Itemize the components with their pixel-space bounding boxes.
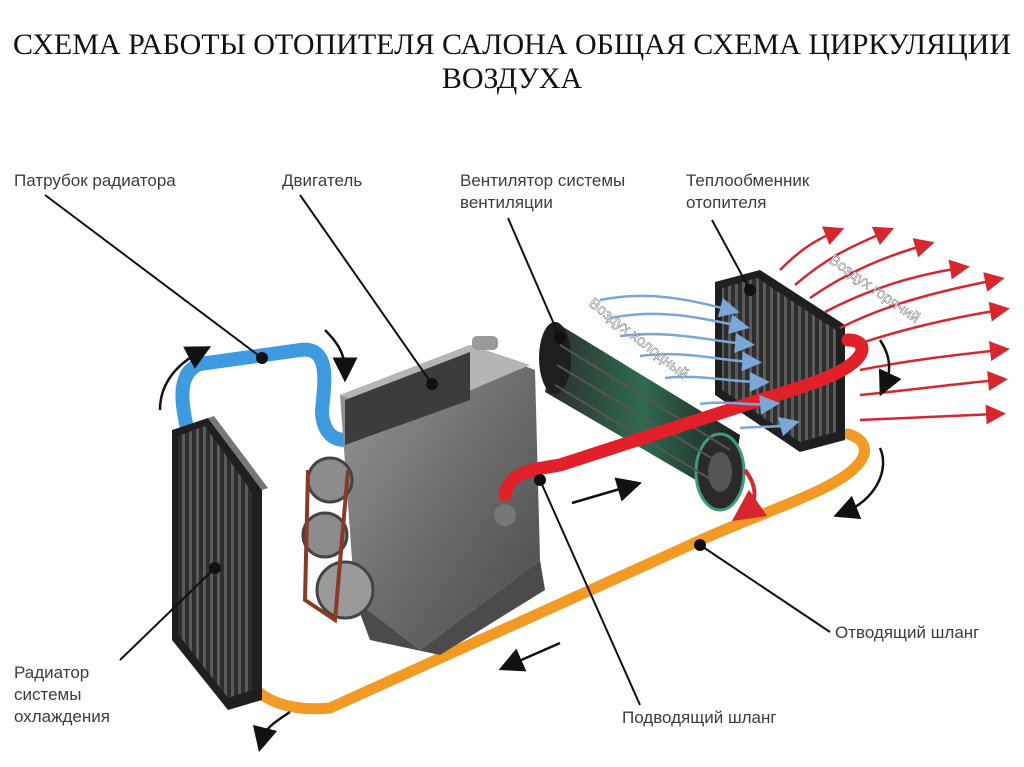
outlet-hose bbox=[249, 428, 870, 715]
label-radiator-pipe: Патрубок радиатора bbox=[14, 171, 176, 190]
label-radiator: Радиатор системы охлаждения bbox=[14, 662, 110, 728]
label-radiator-line-1: Радиатор bbox=[14, 663, 90, 682]
label-inlet-hose: Подводящий шланг bbox=[622, 708, 777, 727]
label-heat-exchanger-line-2: отопителя bbox=[686, 193, 767, 212]
ventilation-fan bbox=[539, 322, 768, 522]
page-title-line-2: ВОЗДУХА bbox=[441, 62, 583, 95]
label-radiator-line-2: системы bbox=[14, 685, 82, 704]
label-radiator-line-3: охлаждения bbox=[14, 707, 110, 726]
label-outlet-hose: Отводящий шланг bbox=[835, 623, 980, 642]
label-fan-line-1: Вентилятор системы bbox=[460, 171, 626, 190]
engine bbox=[301, 336, 545, 655]
flow-arrows bbox=[158, 329, 902, 753]
label-engine: Двигатель bbox=[282, 171, 363, 190]
radiator-pipe bbox=[175, 342, 352, 447]
cooling-radiator bbox=[172, 416, 268, 710]
label-fan-line-2: вентиляции bbox=[460, 193, 553, 212]
label-heat-exchanger-line-1: Теплообменник bbox=[686, 171, 810, 190]
hot-air-arrows bbox=[779, 226, 1010, 425]
leader-lines bbox=[44, 194, 831, 706]
label-heat-exchanger: Теплообменник отопителя bbox=[686, 170, 809, 214]
inlet-hose bbox=[498, 333, 869, 502]
label-fan: Вентилятор системы вентиляции bbox=[460, 170, 625, 214]
page-title-line-1: СХЕМА РАБОТЫ ОТОПИТЕЛЯ САЛОНА ОБЩАЯ СХЕМ… bbox=[13, 28, 1011, 61]
cold-air-arrows bbox=[599, 294, 800, 437]
